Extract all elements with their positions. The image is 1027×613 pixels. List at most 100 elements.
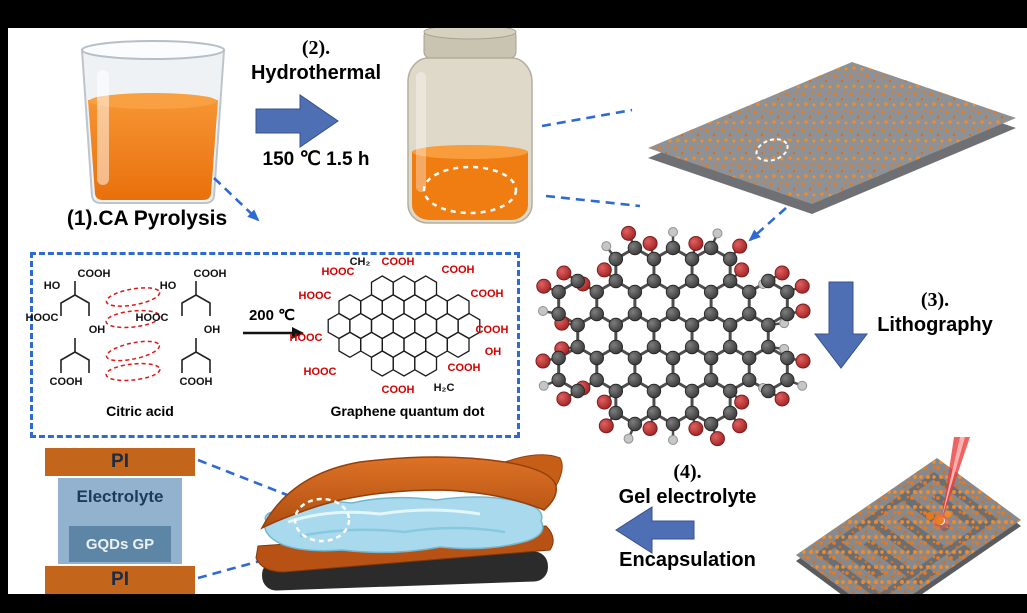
arrow-encapsulation [615,506,695,554]
carbon-atom [684,251,700,267]
carbon-atom [627,284,643,300]
stack-layer-gqds-gp: GQDs GP [69,526,171,562]
carbon-atom [551,350,566,366]
device-stack-diagram: PI Electrolyte GQDs GP PI [45,448,195,594]
carbon-atom [722,317,738,333]
carbon-atom [608,273,624,289]
carbon-atom [761,383,776,399]
oxygen-atom [774,391,790,407]
carbon-atom [684,317,700,333]
carbon-atom [742,372,757,388]
carbon-atom [742,284,757,300]
step2-condition: 150 ℃ 1.5 h [262,149,370,170]
stack-layer-pi-bottom: PI [45,566,195,594]
citric-acid-caption: Citric acid [106,403,174,419]
hydrogen-atom [537,305,548,316]
carbon-atom [627,240,643,256]
carbon-atom [722,383,738,399]
hydrogen-atom [797,380,808,391]
carbon-atom [780,284,795,300]
oxygen-atom [536,278,552,294]
carbon-atom [646,383,662,399]
gqd-film-plate [648,62,1016,214]
top-black-bar [0,0,1027,28]
carbon-atom [665,372,681,388]
oxygen-atom [596,394,612,410]
citric-acid-structures [60,281,211,373]
carbon-atom [722,339,738,355]
carbon-atom [665,240,681,256]
magnify-circle-device [293,497,351,543]
carbon-atom [589,372,604,388]
step2-number: (2). [301,37,331,59]
hydrogen-atom [601,241,612,252]
carbon-atom [570,339,585,355]
carbon-atom [684,383,700,399]
carbon-atom [608,317,624,333]
hydrogen-bond-ellipses [105,287,161,382]
carbon-atom [608,339,624,355]
supercapacitor-device [255,454,563,591]
oxygen-atom [621,225,637,241]
carbon-atom [780,306,795,322]
carbon-atom [646,317,662,333]
carbon-atom [570,273,585,289]
carbon-atom [570,383,585,399]
carbon-atom [703,306,719,322]
connector-jar-to-plate-top [541,108,633,128]
step4-number: (4). [673,461,702,483]
magnify-circle-jar [422,165,518,215]
step4-label: (4). Gel electrolyte [600,460,775,510]
step4-title: Gel electrolyte [618,486,757,508]
hydrothermal-jar [407,24,533,224]
carbon-atom [627,416,643,432]
carbon-atom [761,317,776,333]
stack-layer-label: Electrolyte [76,487,164,506]
carbon-atom [665,306,681,322]
oxygen-atom [535,353,551,369]
carbon-atom [589,350,604,366]
carbon-atom [551,284,566,300]
gqd-caption: Graphene quantum dot [330,403,485,419]
step4-subtitle: Encapsulation [619,549,756,571]
carbon-atom [742,306,757,322]
carbon-atom [761,339,776,355]
carbon-atom [608,383,624,399]
oxygen-atom [709,431,725,447]
arrow-hydrothermal [255,94,339,148]
oxygen-atom [642,235,658,251]
hydrogen-atom [668,435,678,445]
carbon-atom [780,372,795,388]
carbon-atom [722,405,738,421]
magnify-circle-plate [755,138,789,162]
carbon-atom [665,284,681,300]
carbon-atom [646,273,662,289]
oxygen-atom [556,265,572,281]
oxygen-atom [732,418,748,434]
pi-top-sheet [260,456,557,530]
step1-label: (1).CA Pyrolysis [66,207,228,230]
hydrogen-atom [668,227,678,237]
connector-beaker-to-panel [213,177,260,222]
bottom-black-bar [0,594,1027,613]
carbon-atom [589,284,604,300]
carbon-atom [570,317,585,333]
step3-number: (3). [920,289,950,311]
oxygen-atom [688,235,704,251]
carbon-atom [551,306,566,322]
laser-beam [926,437,970,529]
gel-electrolyte-blob [264,496,544,554]
hydrogen-atom [712,228,723,239]
patterned-electrode-device [796,437,1021,613]
carbon-atom [703,350,719,366]
hydrogen-atom [623,433,634,444]
carbon-atom [761,273,776,289]
gqd-molecule [535,225,811,447]
carbon-atom [608,251,624,267]
step3-title: Lithography [877,314,993,336]
carbon-atom [722,251,738,267]
oxygen-atom [734,394,750,410]
step2-label: (2). Hydrothermal [238,36,394,86]
oxygen-atom [732,238,748,254]
